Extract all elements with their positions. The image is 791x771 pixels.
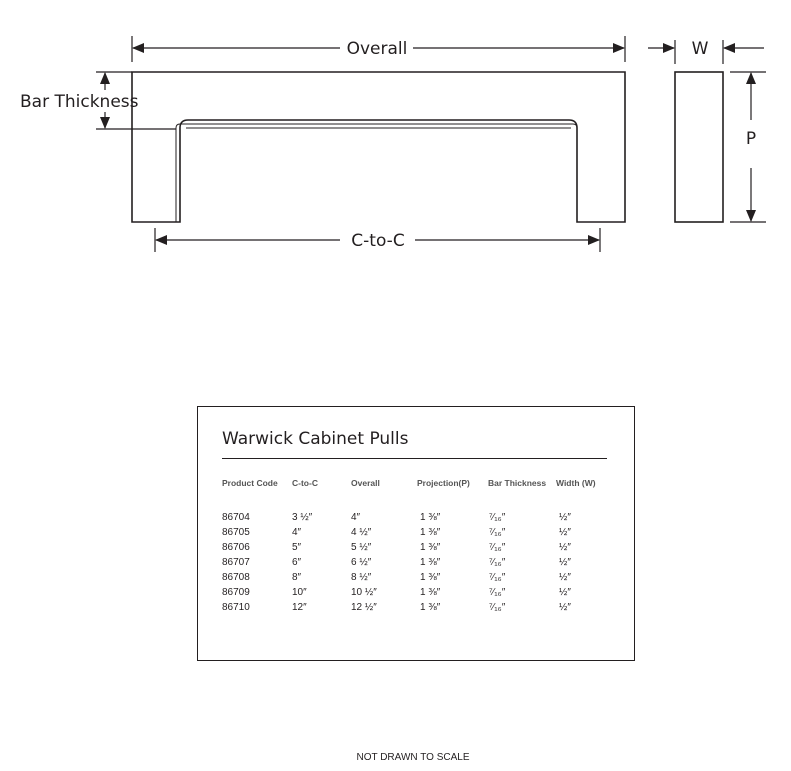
projection-label: P: [746, 129, 756, 149]
not-to-scale-note: NOT DRAWN TO SCALE: [356, 752, 470, 763]
cell-product-code: 86709: [222, 587, 250, 598]
cell-product-code: 86707: [222, 557, 250, 568]
title-divider: [222, 458, 607, 459]
cell-bar-thickness: ⁷⁄₁₆″: [489, 527, 506, 538]
cell-bar-thickness: ⁷⁄₁₆″: [489, 602, 506, 613]
cell-product-code: 86705: [222, 527, 250, 538]
cell-product-code: 86708: [222, 572, 250, 583]
cell-width: ½″: [559, 572, 571, 583]
cell-product-code: 86706: [222, 542, 250, 553]
cell-overall: 12 ½″: [351, 602, 377, 613]
cell-product-code: 86704: [222, 512, 250, 523]
cell-width: ½″: [559, 557, 571, 568]
pull-inner-edge: [175, 123, 578, 222]
spec-table: Warwick Cabinet Pulls Product Code C-to-…: [197, 406, 635, 661]
header-product-code: Product Code: [222, 478, 278, 488]
header-bar-thickness: Bar Thickness: [488, 478, 547, 488]
cell-width: ½″: [559, 542, 571, 553]
cell-overall: 6 ½″: [351, 557, 372, 568]
cell-projection: 1 ⅜″: [420, 527, 441, 538]
cell-overall: 5 ½″: [351, 542, 372, 553]
pull-front-view: [131, 71, 626, 223]
cell-c-to-c: 6″: [292, 557, 302, 568]
cell-c-to-c: 5″: [292, 542, 302, 553]
cell-c-to-c: 4″: [292, 527, 302, 538]
cell-c-to-c: 8″: [292, 572, 302, 583]
cabinet-pull-dimension-drawing: Overall Bar Thickness C-to-C W P: [20, 36, 766, 252]
cell-projection: 1 ⅜″: [420, 557, 441, 568]
cell-c-to-c: 3 ½″: [292, 512, 313, 523]
cell-overall: 4 ½″: [351, 527, 372, 538]
overall-label: Overall: [347, 39, 408, 59]
cell-bar-thickness: ⁷⁄₁₆″: [489, 587, 506, 598]
header-projection: Projection(P): [417, 478, 470, 488]
cell-bar-thickness: ⁷⁄₁₆″: [489, 542, 506, 553]
cell-overall: 4″: [351, 512, 361, 523]
table-title: Warwick Cabinet Pulls: [222, 429, 409, 449]
header-width: Width (W): [556, 478, 596, 488]
cell-width: ½″: [559, 527, 571, 538]
width-label: W: [692, 39, 709, 59]
header-overall: Overall: [351, 478, 380, 488]
header-c-to-c: C-to-C: [292, 478, 318, 488]
cell-projection: 1 ⅜″: [420, 572, 441, 583]
cell-projection: 1 ⅜″: [420, 602, 441, 613]
pull-side-view: [674, 71, 724, 223]
cell-product-code: 86710: [222, 602, 250, 613]
cell-overall: 10 ½″: [351, 587, 377, 598]
bar-thickness-label: Bar Thickness: [20, 92, 139, 112]
cell-c-to-c: 10″: [292, 587, 307, 598]
cell-bar-thickness: ⁷⁄₁₆″: [489, 557, 506, 568]
cell-bar-thickness: ⁷⁄₁₆″: [489, 572, 506, 583]
c-to-c-label: C-to-C: [351, 231, 404, 251]
cell-overall: 8 ½″: [351, 572, 372, 583]
cell-projection: 1 ⅜″: [420, 512, 441, 523]
cell-width: ½″: [559, 512, 571, 523]
cell-c-to-c: 12″: [292, 602, 307, 613]
cell-projection: 1 ⅜″: [420, 587, 441, 598]
cell-projection: 1 ⅜″: [420, 542, 441, 553]
cell-width: ½″: [559, 587, 571, 598]
cell-width: ½″: [559, 602, 571, 613]
cell-bar-thickness: ⁷⁄₁₆″: [489, 512, 506, 523]
